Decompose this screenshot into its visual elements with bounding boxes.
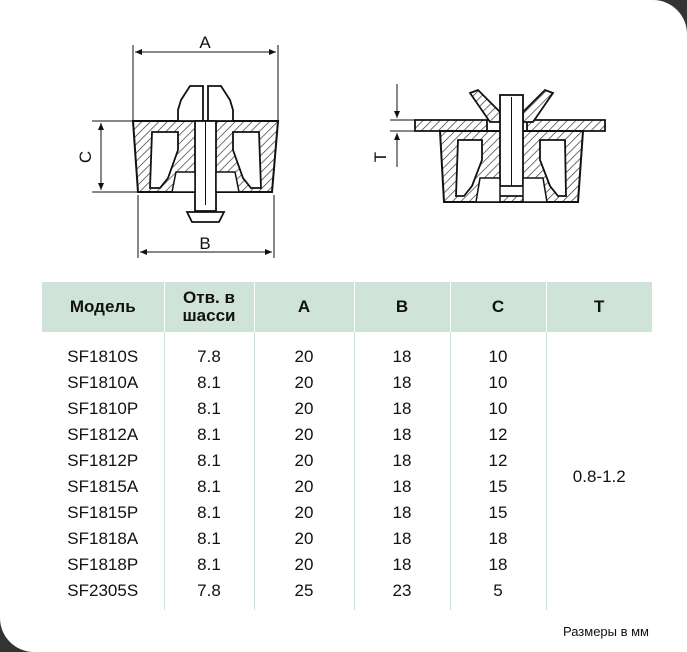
cell-c: 10 bbox=[449, 396, 546, 422]
dimension-t-label: T bbox=[371, 152, 390, 162]
cell-c: 10 bbox=[449, 332, 547, 370]
cell-b: 18 bbox=[353, 552, 451, 578]
cell-c: 10 bbox=[449, 370, 546, 396]
header-a: A bbox=[253, 282, 355, 332]
dimension-a-label: A bbox=[199, 33, 211, 52]
header-chassis-hole: Отв. в шасси bbox=[163, 282, 255, 332]
cell-model: SF1818P bbox=[42, 552, 165, 578]
cell-t-range: 0.8-1.2 bbox=[545, 332, 652, 610]
cell-b: 18 bbox=[353, 474, 451, 500]
cell-a: 20 bbox=[253, 526, 355, 552]
header-chassis-hole-line2: шасси bbox=[182, 306, 236, 325]
cell-b: 18 bbox=[353, 396, 451, 422]
dimension-b-label: B bbox=[199, 234, 210, 253]
cell-b: 18 bbox=[353, 448, 451, 474]
cell-c: 12 bbox=[449, 422, 546, 448]
cell-model: SF1815A bbox=[42, 474, 165, 500]
units-footnote: Размеры в мм bbox=[562, 624, 649, 639]
header-model: Модель bbox=[42, 282, 165, 332]
cell-chassis-hole: 8.1 bbox=[163, 396, 255, 422]
left-figure: A B C bbox=[76, 33, 280, 258]
cell-b: 18 bbox=[353, 500, 451, 526]
technical-drawing: A B C bbox=[76, 33, 606, 258]
cell-a: 20 bbox=[253, 396, 355, 422]
cell-chassis-hole: 8.1 bbox=[163, 500, 255, 526]
dimension-c-label: C bbox=[76, 151, 95, 163]
table-header-row: Модель Отв. в шасси A B C T bbox=[42, 282, 652, 332]
cell-a: 20 bbox=[253, 552, 355, 578]
cell-chassis-hole: 8.1 bbox=[163, 552, 255, 578]
cell-model: SF1810S bbox=[42, 332, 165, 370]
cell-a: 20 bbox=[253, 448, 355, 474]
cell-model: SF1810A bbox=[42, 370, 165, 396]
cell-c: 5 bbox=[449, 578, 546, 610]
header-t: T bbox=[545, 282, 652, 332]
cell-chassis-hole: 8.1 bbox=[163, 422, 255, 448]
header-c: C bbox=[449, 282, 547, 332]
cell-c: 18 bbox=[449, 552, 546, 578]
cell-a: 20 bbox=[253, 332, 355, 370]
header-b: B bbox=[353, 282, 451, 332]
cell-chassis-hole: 7.8 bbox=[163, 332, 255, 370]
cell-b: 18 bbox=[353, 332, 451, 370]
cell-chassis-hole: 8.1 bbox=[163, 526, 255, 552]
cell-c: 18 bbox=[449, 526, 546, 552]
cell-model: SF1810P bbox=[42, 396, 165, 422]
cell-chassis-hole: 7.8 bbox=[163, 578, 255, 610]
cell-model: SF1812P bbox=[42, 448, 165, 474]
cell-chassis-hole: 8.1 bbox=[163, 474, 255, 500]
cell-b: 18 bbox=[353, 370, 451, 396]
cell-a: 25 bbox=[253, 578, 355, 610]
cell-a: 20 bbox=[253, 370, 355, 396]
cell-chassis-hole: 8.1 bbox=[163, 448, 255, 474]
cell-a: 20 bbox=[253, 474, 355, 500]
cell-b: 18 bbox=[353, 422, 451, 448]
cell-c: 12 bbox=[449, 448, 546, 474]
cell-a: 20 bbox=[253, 422, 355, 448]
cell-model: SF1812A bbox=[42, 422, 165, 448]
cell-c: 15 bbox=[449, 474, 546, 500]
right-figure: T bbox=[371, 84, 606, 203]
cell-b: 18 bbox=[353, 526, 451, 552]
cell-b: 23 bbox=[353, 578, 451, 610]
cell-model: SF1815P bbox=[42, 500, 165, 526]
header-chassis-hole-line1: Отв. в bbox=[183, 288, 235, 307]
cell-c: 15 bbox=[449, 500, 546, 526]
cell-model: SF1818A bbox=[42, 526, 165, 552]
cell-model: SF2305S bbox=[42, 578, 165, 610]
cell-a: 20 bbox=[253, 500, 355, 526]
cell-chassis-hole: 8.1 bbox=[163, 370, 255, 396]
